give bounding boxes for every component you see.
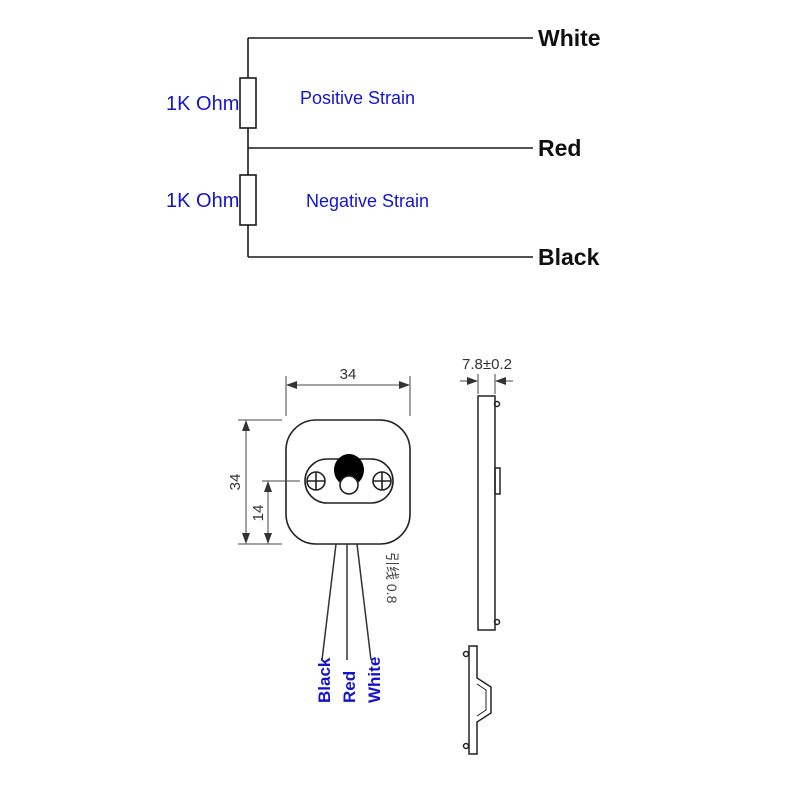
profile-nub-bottom xyxy=(462,742,470,750)
resistor2-value-label: 1K Ohm xyxy=(166,190,239,212)
epoxy-blob xyxy=(334,454,364,486)
black-wire-label: Black xyxy=(538,244,600,270)
resistor1-value-label: 1K Ohm xyxy=(166,93,239,115)
body-outline xyxy=(285,419,411,545)
left-screw xyxy=(306,471,326,491)
lead-label-red: Red xyxy=(340,671,359,703)
lead-label-black: Black xyxy=(315,657,334,703)
dimension-lines-side xyxy=(460,374,513,394)
lead-label-white: White xyxy=(365,657,384,703)
side-sensor-bump xyxy=(494,467,501,495)
resistor-positive-symbol xyxy=(239,77,257,129)
lead-wires xyxy=(321,543,372,661)
lead-wire-white xyxy=(356,543,372,661)
red-wire-label: Red xyxy=(538,135,581,161)
profile-nub-top xyxy=(462,650,470,658)
center-hole xyxy=(339,475,359,495)
dim-offset-label: 14 xyxy=(250,505,267,522)
white-wire-label: White xyxy=(538,25,601,51)
right-screw xyxy=(372,471,392,491)
resistor-negative-symbol xyxy=(239,174,257,226)
side-plate xyxy=(477,395,496,631)
dim-width-label: 34 xyxy=(340,366,357,383)
side-view xyxy=(477,395,501,631)
negative-strain-label: Negative Strain xyxy=(306,191,429,211)
positive-strain-label: Positive Strain xyxy=(300,88,415,108)
wiring-schematic xyxy=(239,37,533,258)
front-view xyxy=(285,419,411,545)
dim-thickness-label: 7.8±0.2 xyxy=(462,356,512,373)
dim-height-label: 34 xyxy=(227,474,244,491)
bottom-profile-view xyxy=(462,645,492,755)
profile-outline xyxy=(468,645,492,755)
profile-inner-line xyxy=(476,683,487,717)
dimension-lines-front xyxy=(238,376,411,545)
side-nub-top xyxy=(493,400,501,408)
lead-wire-note: 引线 0.8 xyxy=(384,552,400,604)
lead-wire-black xyxy=(321,543,337,661)
side-nub-bottom xyxy=(493,618,501,626)
